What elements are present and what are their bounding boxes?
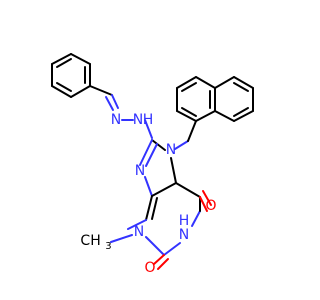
imidazole-ring [139, 139, 177, 197]
bond [214, 110, 235, 122]
bond [153, 254, 165, 265]
bond [187, 120, 197, 142]
bond [174, 140, 189, 150]
naphthalene-ring [176, 76, 254, 122]
atom-h-hydrazone: H [143, 112, 154, 128]
bond [191, 210, 201, 227]
bond [181, 82, 197, 92]
bond [163, 242, 181, 256]
bond [145, 143, 158, 167]
atom-n7: N [166, 142, 176, 158]
bond [233, 76, 254, 89]
benzene-ring [51, 53, 91, 98]
bond [233, 82, 249, 92]
bond [56, 58, 72, 68]
bond [70, 85, 91, 98]
bond [202, 190, 212, 206]
bond [144, 119, 153, 139]
methyl-subscript: 3 [105, 241, 111, 252]
methyl-ch: CH [80, 233, 100, 249]
atom-n9: N [135, 163, 145, 179]
bond [105, 96, 114, 111]
bond [233, 110, 254, 122]
atom-methyl: CH 3 [80, 233, 111, 252]
bond [110, 234, 133, 243]
bond [195, 76, 216, 89]
bond [233, 107, 249, 117]
pyrimidine-ring [127, 182, 201, 256]
atom-n-hydrazone-nh: N [133, 112, 143, 128]
bond [51, 85, 72, 98]
bond [170, 157, 177, 184]
bond [144, 176, 153, 197]
bond [56, 82, 72, 92]
atom-n3: N [134, 224, 144, 240]
bond [111, 94, 119, 109]
bond [89, 85, 113, 96]
bond [175, 182, 201, 198]
bond [199, 196, 208, 212]
bond [157, 258, 169, 270]
bond [145, 236, 165, 256]
bond [214, 76, 235, 89]
bond [151, 139, 166, 151]
bond [151, 182, 177, 197]
bond [176, 76, 197, 89]
bond [145, 195, 153, 221]
atom-o6: O [205, 198, 216, 214]
bond [176, 110, 197, 122]
atom-n-hydrazone: N [111, 112, 121, 128]
molecule-structure: N N H N N N N H O O CH 3 [51, 53, 254, 276]
atom-n1: N [179, 227, 189, 243]
atom-o2: O [144, 260, 155, 276]
bond [195, 110, 216, 122]
bond [51, 53, 72, 65]
bond [127, 219, 147, 230]
atom-h-n1: H [179, 213, 190, 229]
bond [139, 139, 153, 166]
bond [151, 197, 158, 220]
molecule-canvas: N N H N N N N H O O CH 3 [51, 53, 254, 276]
bond [181, 107, 197, 117]
bond [70, 53, 91, 65]
